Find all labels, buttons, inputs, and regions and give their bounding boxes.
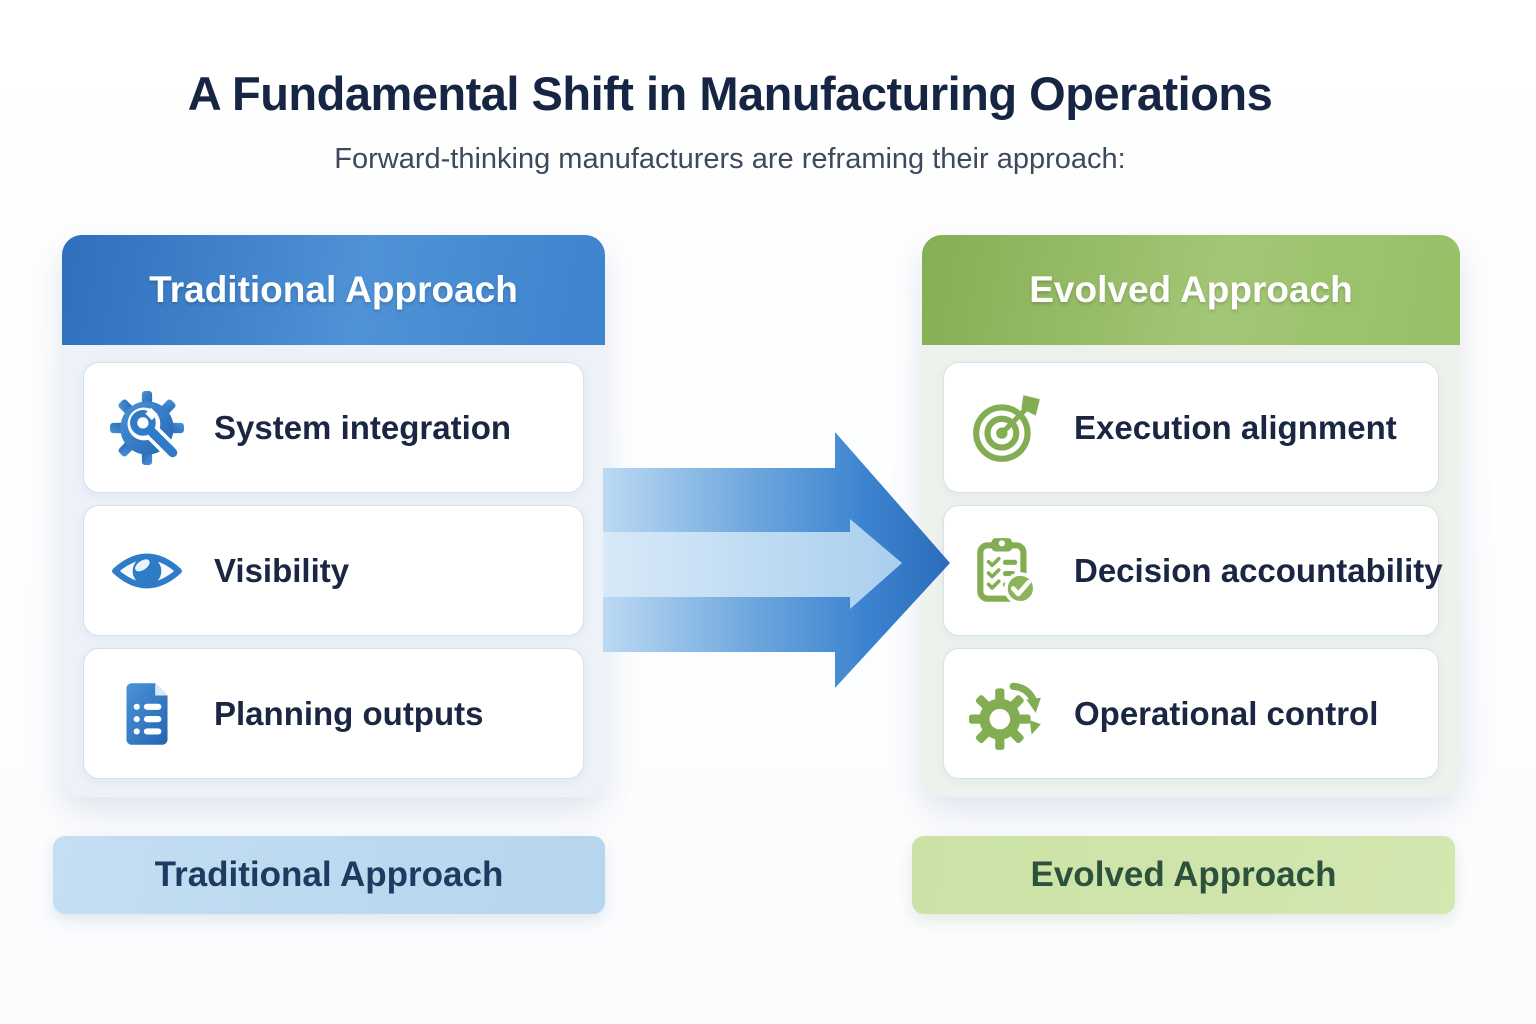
page-title: A Fundamental Shift in Manufacturing Ope… xyxy=(187,67,1273,120)
target-dart-icon xyxy=(968,389,1046,467)
list-item: Visibility xyxy=(83,505,584,636)
list-item: Planning outputs xyxy=(83,648,584,779)
item-label: Execution alignment xyxy=(1074,408,1397,446)
evolved-approach-card: Evolved Approach Execution alignment xyxy=(922,235,1460,797)
traditional-footer-label: Traditional Approach xyxy=(53,836,605,914)
traditional-card-body: System integration Visibility xyxy=(62,345,605,796)
list-item: System integration xyxy=(83,362,584,493)
gear-wrench-icon xyxy=(108,389,186,467)
item-label: Operational control xyxy=(1074,694,1379,732)
eye-icon xyxy=(108,532,186,610)
traditional-approach-card: Traditional Approach xyxy=(62,235,605,797)
title-block: A Fundamental Shift in Manufacturing Ope… xyxy=(0,66,1460,176)
list-item: Decision accountability xyxy=(943,505,1443,636)
item-label: Planning outputs xyxy=(214,694,484,732)
list-item: Operational control xyxy=(943,648,1439,779)
item-label: Decision accountability xyxy=(1074,551,1443,589)
traditional-card-header: Traditional Approach xyxy=(62,235,605,345)
right-arrow-icon xyxy=(603,432,950,688)
evolved-card-body: Execution alignment xyxy=(922,345,1460,796)
document-list-icon xyxy=(108,675,186,753)
item-label: Visibility xyxy=(214,551,350,589)
evolved-card-header: Evolved Approach xyxy=(922,235,1460,345)
item-label: System integration xyxy=(214,408,512,446)
list-item: Execution alignment xyxy=(943,362,1439,493)
clipboard-check-icon xyxy=(968,532,1046,610)
gear-refresh-icon xyxy=(968,675,1046,753)
page-subtitle: Forward-thinking manufacturers are refra… xyxy=(334,143,1126,175)
evolved-footer-label: Evolved Approach xyxy=(912,836,1455,914)
